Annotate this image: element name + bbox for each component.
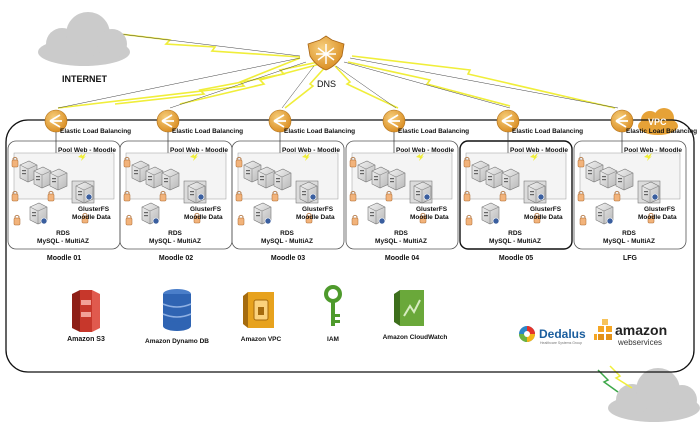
s3-icon xyxy=(72,290,100,332)
dns-icon xyxy=(307,35,345,71)
cluster-1 xyxy=(7,109,121,250)
pool-label: Pool Web - Moodle xyxy=(58,147,117,154)
internet-label: INTERNET xyxy=(62,74,107,84)
service-label-cloudwatch: Amazon CloudWatch xyxy=(382,334,448,341)
pool-label: Pool Web - Moodle xyxy=(170,147,229,154)
dns-label: DNS xyxy=(317,79,337,89)
mysql-label: MySQL - MultiAZ xyxy=(489,238,541,245)
glusterfs-label: GlusterFS xyxy=(78,206,110,213)
cluster-box xyxy=(231,140,345,250)
elb-label: Elastic Load Balancing xyxy=(284,128,356,135)
vpc-label: VPC xyxy=(648,117,667,127)
lock-icon xyxy=(351,214,359,226)
cluster-3 xyxy=(231,109,345,250)
dedalus-logo xyxy=(519,326,535,342)
cluster-name: Moodle 03 xyxy=(270,255,306,262)
service-label-s3: Amazon S3 xyxy=(67,336,105,343)
key-icon xyxy=(324,285,342,326)
rds-label: RDS xyxy=(280,230,294,237)
cloudwatch-icon xyxy=(394,290,424,326)
pool-label: Pool Web - Moodle xyxy=(396,147,455,154)
dark-links xyxy=(57,33,619,109)
elb-label: Elastic Load Balancing xyxy=(398,128,470,135)
cloud-link xyxy=(597,369,619,393)
lower-cloud xyxy=(608,368,700,422)
rds-label: RDS xyxy=(168,230,182,237)
lock-icon xyxy=(579,214,587,226)
rds-label: RDS xyxy=(394,230,408,237)
service-label-dynamodb: Amazon Dynamo DB xyxy=(145,338,209,345)
vpc-container xyxy=(5,119,695,373)
mysql-label: MySQL - MultiAZ xyxy=(603,238,655,245)
mysql-label: MySQL - MultiAZ xyxy=(375,238,427,245)
web-server-icon xyxy=(33,166,52,189)
web-server-icon xyxy=(371,166,390,189)
web-server-icon xyxy=(273,168,292,191)
mysql-label: MySQL - MultiAZ xyxy=(37,238,89,245)
service-label-iam: IAM xyxy=(327,336,339,343)
cluster-name: Moodle 02 xyxy=(158,255,194,262)
service-label-vpc: Amazon VPC xyxy=(240,336,282,343)
glusterfs-label: GlusterFS xyxy=(644,206,676,213)
internet-cloud xyxy=(38,12,130,66)
cluster-box xyxy=(459,140,573,250)
pool-label: Pool Web - Moodle xyxy=(282,147,341,154)
cluster-6 xyxy=(573,109,687,250)
rds-label: RDS xyxy=(508,230,522,237)
cluster-box xyxy=(573,140,687,250)
aws-logo-icon xyxy=(594,319,612,340)
glusterfs-label: GlusterFS xyxy=(416,206,448,213)
moodle-data-label: Moodle Data xyxy=(524,214,563,221)
web-server-icon xyxy=(485,166,504,189)
lock-icon xyxy=(465,214,473,226)
moodle-data-label: Moodle Data xyxy=(296,214,335,221)
rds-label: RDS xyxy=(622,230,636,237)
moodle-data-label: Moodle Data xyxy=(638,214,677,221)
web-server-icon xyxy=(49,168,68,191)
cluster-name: LFG xyxy=(623,255,637,262)
glusterfs-label: GlusterFS xyxy=(530,206,562,213)
elb-label: Elastic Load Balancing xyxy=(172,128,244,135)
lock-icon xyxy=(125,214,133,226)
cluster-2 xyxy=(119,109,233,250)
vpc-icon xyxy=(243,292,274,328)
amazon-brand: amazon xyxy=(615,322,668,338)
web-server-icon xyxy=(161,168,180,191)
cluster-5 xyxy=(459,109,573,250)
cluster-box xyxy=(345,140,459,250)
cluster-4 xyxy=(345,109,459,250)
web-server-icon xyxy=(599,166,618,189)
glusterfs-label: GlusterFS xyxy=(190,206,222,213)
elb-label: Elastic Load Balancing xyxy=(626,128,698,135)
webservices-brand: webservices xyxy=(618,338,663,347)
pool-label: Pool Web - Moodle xyxy=(510,147,569,154)
mysql-label: MySQL - MultiAZ xyxy=(261,238,313,245)
lock-icon xyxy=(237,214,245,226)
dedalus-brand: Dedalus xyxy=(539,327,586,341)
rds-label: RDS xyxy=(56,230,70,237)
pool-label: Pool Web - Moodle xyxy=(624,147,683,154)
cluster-name: Moodle 05 xyxy=(498,255,534,262)
elb-label: Elastic Load Balancing xyxy=(512,128,584,135)
web-server-icon xyxy=(615,168,634,191)
moodle-data-label: Moodle Data xyxy=(184,214,223,221)
glusterfs-label: GlusterFS xyxy=(302,206,334,213)
dynamodb-icon xyxy=(162,289,192,331)
mysql-label: MySQL - MultiAZ xyxy=(149,238,201,245)
web-server-icon xyxy=(257,166,276,189)
dedalus-tagline: Healthcare Systems Group xyxy=(540,341,583,345)
lock-icon xyxy=(13,214,21,226)
elb-label: Elastic Load Balancing xyxy=(60,128,132,135)
moodle-data-label: Moodle Data xyxy=(410,214,449,221)
web-server-icon xyxy=(387,168,406,191)
cluster-name: Moodle 04 xyxy=(384,255,420,262)
web-server-icon xyxy=(501,168,520,191)
cluster-name: Moodle 01 xyxy=(46,255,82,262)
web-server-icon xyxy=(145,166,164,189)
moodle-data-label: Moodle Data xyxy=(72,214,111,221)
